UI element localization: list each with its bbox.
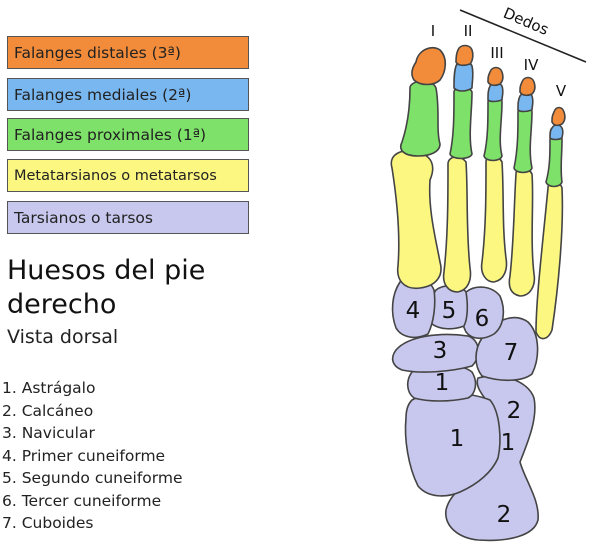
- proximal-phalanx-IV: [513, 106, 533, 174]
- distal-phalanx-V: [551, 106, 566, 127]
- toe-numeral-IV: IV: [524, 56, 539, 74]
- bone-number-calcaneus-upper: 2: [507, 398, 522, 424]
- metatarsal-bones: [390, 150, 564, 340]
- bone-number-navicular: 3: [433, 338, 448, 364]
- distal-phalanges: [411, 44, 566, 127]
- bone-list-item: 3. Navicular: [2, 424, 95, 442]
- legend-medial-phalanges: Falanges mediales (2ª): [7, 78, 249, 111]
- metatarsal-I: [390, 150, 442, 290]
- toe-numeral-V: V: [556, 82, 567, 100]
- bone-list: 1. Astrágalo 2. Calcáneo 3. Navicular 4.…: [2, 377, 183, 535]
- medial-phalanges: [453, 60, 564, 141]
- toe-numeral-II: II: [464, 22, 473, 40]
- bone-number-lateral-cuneiform: 6: [475, 306, 490, 332]
- talus-bone: [404, 392, 501, 497]
- proximal-phalanx-V: [545, 134, 563, 188]
- metatarsal-II: [442, 156, 472, 293]
- bone-number-talus-small: 1: [501, 430, 516, 456]
- legend-medial-label: Falanges mediales (2ª): [14, 85, 192, 104]
- bone-number-medial-cuneiform: 4: [406, 298, 421, 324]
- proximal-phalanx-II: [449, 86, 473, 160]
- medial-phalanx-V: [549, 124, 564, 141]
- toe-numeral-III: III: [490, 44, 503, 62]
- legend-distal-phalanges: Falanges distales (3ª): [7, 36, 249, 69]
- tarsal-bones: [391, 276, 539, 542]
- bone-list-item: 1. Astrágalo: [2, 379, 96, 397]
- bone-number-calcaneus-lower: 2: [497, 502, 512, 528]
- metatarsal-III: [480, 155, 508, 283]
- bone-list-item: 6. Tercer cuneiforme: [2, 491, 162, 510]
- diagram-subtitle: Vista dorsal: [7, 326, 119, 348]
- distal-phalanx-IV: [519, 76, 536, 97]
- bone-number-intermediate-cuneiform: 5: [442, 298, 457, 324]
- bone-number-talus-body: 1: [450, 426, 465, 452]
- toes-label: Dedos: [501, 4, 552, 39]
- legend-tarsal-label: Tarsianos o tarsos: [14, 208, 153, 227]
- bone-list-item: 7. Cuboides: [2, 514, 94, 532]
- toes-bracket-line: [459, 9, 587, 63]
- legend-tarsals: Tarsianos o tarsos: [7, 201, 249, 234]
- diagram-title: Huesos del pie derecho: [7, 255, 206, 320]
- metatarsal-V: [535, 181, 564, 340]
- navicular-bone: [391, 333, 480, 373]
- distal-phalanx-I: [411, 46, 447, 86]
- bone-list-item: 2. Calcáneo: [2, 401, 94, 420]
- legend-distal-label: Falanges distales (3ª): [14, 43, 181, 62]
- toe-numeral-I: I: [431, 22, 435, 40]
- metatarsal-IV: [508, 167, 536, 297]
- bone-list-item: 4. Primer cuneiforme: [2, 446, 166, 465]
- bone-list-item: 5. Segundo cuneiforme: [2, 469, 183, 487]
- legend-proximal-label: Falanges proximales (1ª): [14, 125, 207, 144]
- bone-number-talus-head: 1: [435, 370, 450, 396]
- legend-proximal-phalanges: Falanges proximales (1ª): [7, 118, 249, 151]
- bone-number-cuboid: 7: [504, 340, 519, 366]
- legend-metatarsal-label: Metatarsianos o metatarsos: [14, 167, 217, 184]
- proximal-phalanx-I: [400, 80, 441, 157]
- distal-phalanx-II: [455, 44, 474, 67]
- legend-metatarsals: Metatarsianos o metatarsos: [7, 159, 249, 192]
- distal-phalanx-III: [487, 66, 504, 87]
- proximal-phalanx-III: [483, 96, 503, 162]
- proximal-phalanges: [400, 80, 563, 188]
